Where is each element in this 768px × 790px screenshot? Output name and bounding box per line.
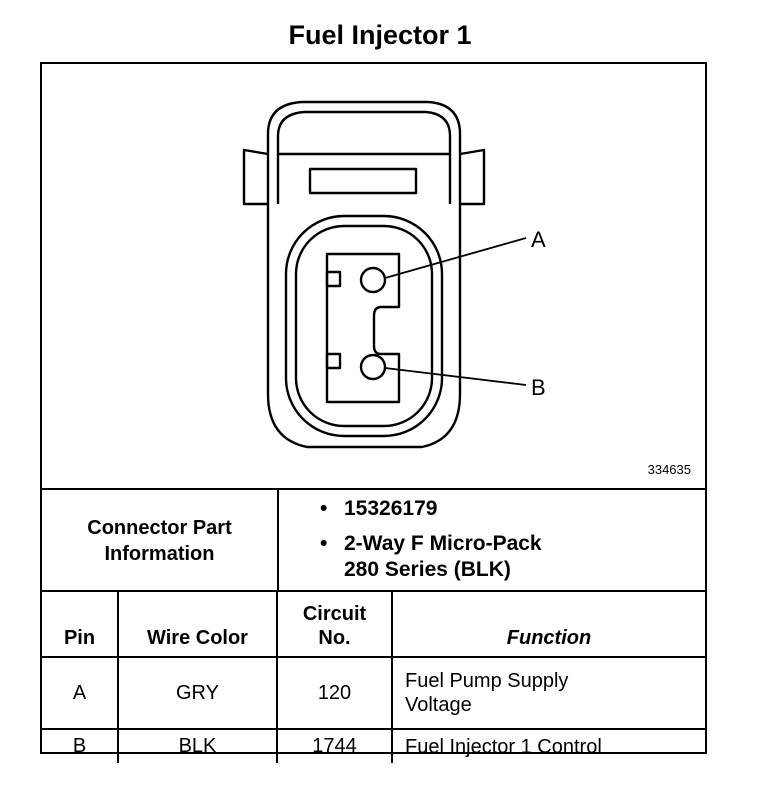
- function-line1: Fuel Pump Supply: [405, 670, 569, 692]
- header-function: Function: [391, 590, 705, 658]
- key-notch-a: [325, 270, 342, 288]
- connector-info-label-line2: Information: [104, 543, 215, 565]
- bullet: •: [320, 532, 328, 555]
- connector-drawing: A B: [242, 100, 546, 449]
- pin-a-leader: [384, 237, 527, 279]
- circuit-cell: 1744: [276, 728, 393, 763]
- circuit-cell: 120: [276, 656, 393, 730]
- connector-cap-inner: [276, 110, 452, 204]
- figure-number: 334635: [647, 462, 691, 477]
- pin-b-cavity: [359, 353, 387, 381]
- header-wire-color: Wire Color: [117, 590, 278, 658]
- header-circuit-line1: Circuit: [302, 603, 367, 625]
- diagram-frame: A B 334635 Connector Part Information • …: [40, 62, 707, 763]
- function-cell: Fuel Pump Supply Voltage: [391, 656, 705, 730]
- function-line2: Voltage: [405, 694, 472, 716]
- wire-color-cell: GRY: [117, 656, 278, 730]
- lock-slot: [308, 167, 418, 195]
- left-latch-tab: [242, 148, 269, 206]
- connector-part-number: 15326179: [344, 497, 438, 520]
- connector-info-item: • 15326179: [318, 496, 542, 522]
- table-row: B BLK 1744 Fuel Injector 1 Control: [42, 728, 705, 763]
- right-latch-tab: [459, 148, 486, 206]
- header-circuit-line2: No.: [318, 627, 351, 649]
- terminal-block: [325, 252, 401, 404]
- function-cell: Fuel Injector 1 Control: [391, 728, 705, 763]
- connector-info-label-line1: Connector Part: [87, 517, 232, 539]
- connector-type-line2: 280 Series (BLK): [344, 558, 511, 581]
- connector-info-label: Connector Part Information: [42, 490, 279, 592]
- table-header-row: Pin Wire Color Circuit No. Function: [42, 590, 705, 658]
- header-pin: Pin: [42, 590, 119, 658]
- outer-seal: [284, 214, 444, 438]
- pin-b-leader: [384, 367, 527, 386]
- pin-cell: B: [42, 728, 119, 763]
- pin-cell: A: [42, 656, 119, 730]
- header-circuit: Circuit No.: [276, 590, 393, 658]
- key-notch-b: [325, 352, 342, 370]
- inner-seal: [294, 224, 434, 428]
- connector-type-line1: 2-Way F Micro-Pack: [344, 532, 542, 555]
- table-row: A GRY 120 Fuel Pump Supply Voltage: [42, 656, 705, 730]
- wire-color-cell: BLK: [117, 728, 278, 763]
- connector-info-row: Connector Part Information • 15326179 • …: [42, 488, 705, 592]
- connector-info-item: • 2-Way F Micro-Pack 280 Series (BLK): [318, 531, 542, 583]
- pin-a-cavity: [359, 266, 387, 294]
- connector-cap: [266, 100, 462, 204]
- function-line1: Fuel Injector 1 Control: [405, 735, 602, 758]
- pinout-table: Pin Wire Color Circuit No. Function A GR…: [42, 590, 705, 763]
- pin-b-callout: B: [531, 375, 546, 400]
- diagram-title: Fuel Injector 1: [288, 20, 472, 50]
- pin-a-callout: A: [531, 227, 546, 252]
- connector-info-list: • 15326179 • 2-Way F Micro-Pack 280 Seri…: [318, 496, 542, 592]
- bullet: •: [320, 497, 328, 520]
- connector-housing: [266, 204, 462, 449]
